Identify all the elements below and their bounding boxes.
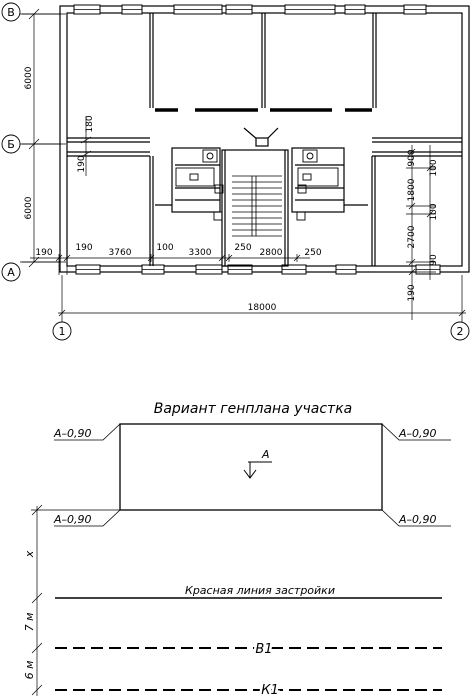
elevation-top-right: А–0,90 [398, 427, 437, 440]
dim-1800: 1800 [407, 178, 417, 201]
bathtub-right-icon [297, 167, 339, 187]
dimension-lines [20, 8, 466, 322]
axis-marker-a: А [1, 262, 21, 282]
axis-letter-v: В [7, 6, 15, 19]
interior-walls [67, 13, 462, 267]
axis-letter-a: А [7, 266, 15, 279]
dim-wall1: 100 [156, 243, 173, 253]
dim-wall3: 250 [304, 248, 321, 258]
setback-dimensions [31, 504, 120, 696]
dim-stair: 2800 [260, 248, 283, 258]
dim-wall-b-top: 180 [85, 115, 95, 132]
axis-marker-v: В [1, 2, 21, 22]
dim-2700: 2700 [407, 225, 417, 248]
elevation-bottom-right: А–0,90 [398, 513, 437, 526]
floor-plan: В Б А 1 2 6000 6000 180 190 190 190 3760… [1, 2, 470, 341]
axis-marker-2: 2 [450, 321, 470, 341]
staircase [232, 175, 282, 237]
dim-100a: 100 [429, 159, 439, 176]
dim-190: 190 [407, 284, 417, 301]
site-plan: Вариант генплана участка А–0,90 А–0,90 А… [23, 401, 451, 696]
axis-number-1: 1 [59, 325, 66, 338]
water-line-b1-label: В1 [255, 642, 272, 657]
axis-letter-b: Б [7, 138, 15, 151]
dim-left-top: 6000 [24, 66, 34, 89]
toilet-right-icon [302, 149, 318, 163]
bathtub-left-icon [175, 167, 215, 187]
site-plan-title: Вариант генплана участка [154, 401, 353, 417]
elevation-leaders [54, 423, 451, 527]
red-building-line-label: Красная линия застройки [185, 584, 335, 597]
dim-left-bottom: 6000 [24, 196, 34, 219]
entrance-arrow-icon [243, 461, 272, 479]
axis-number-2: 2 [457, 325, 464, 338]
axis-marker-1: 1 [52, 321, 72, 341]
setback-7m: 7 м [23, 613, 36, 632]
door-marks [155, 127, 368, 206]
dim-900: 900 [407, 149, 417, 166]
axis-marker-b: Б [1, 134, 21, 154]
dim-wall-b-bottom: 190 [77, 155, 87, 172]
dim-room2: 3300 [189, 248, 212, 258]
dim-outer-left: 190 [35, 248, 52, 258]
dim-inner-left: 190 [75, 243, 92, 253]
dim-wall2: 250 [234, 243, 251, 253]
elevation-top-left: А–0,90 [53, 427, 92, 440]
dim-90: 90 [429, 254, 439, 266]
building-footprint [119, 423, 383, 511]
sink-icons [213, 184, 307, 221]
elevation-bottom-left: А–0,90 [53, 513, 92, 526]
entrance-label: А [261, 448, 270, 461]
dim-100b: 100 [429, 203, 439, 220]
dim-room1: 3760 [109, 248, 132, 258]
setback-6m: 6 м [23, 661, 36, 680]
sewer-line-k1-label: К1 [261, 683, 279, 696]
dim-total: 18000 [248, 303, 277, 313]
toilet-left-icon [202, 149, 218, 163]
setback-x: x [23, 550, 36, 558]
